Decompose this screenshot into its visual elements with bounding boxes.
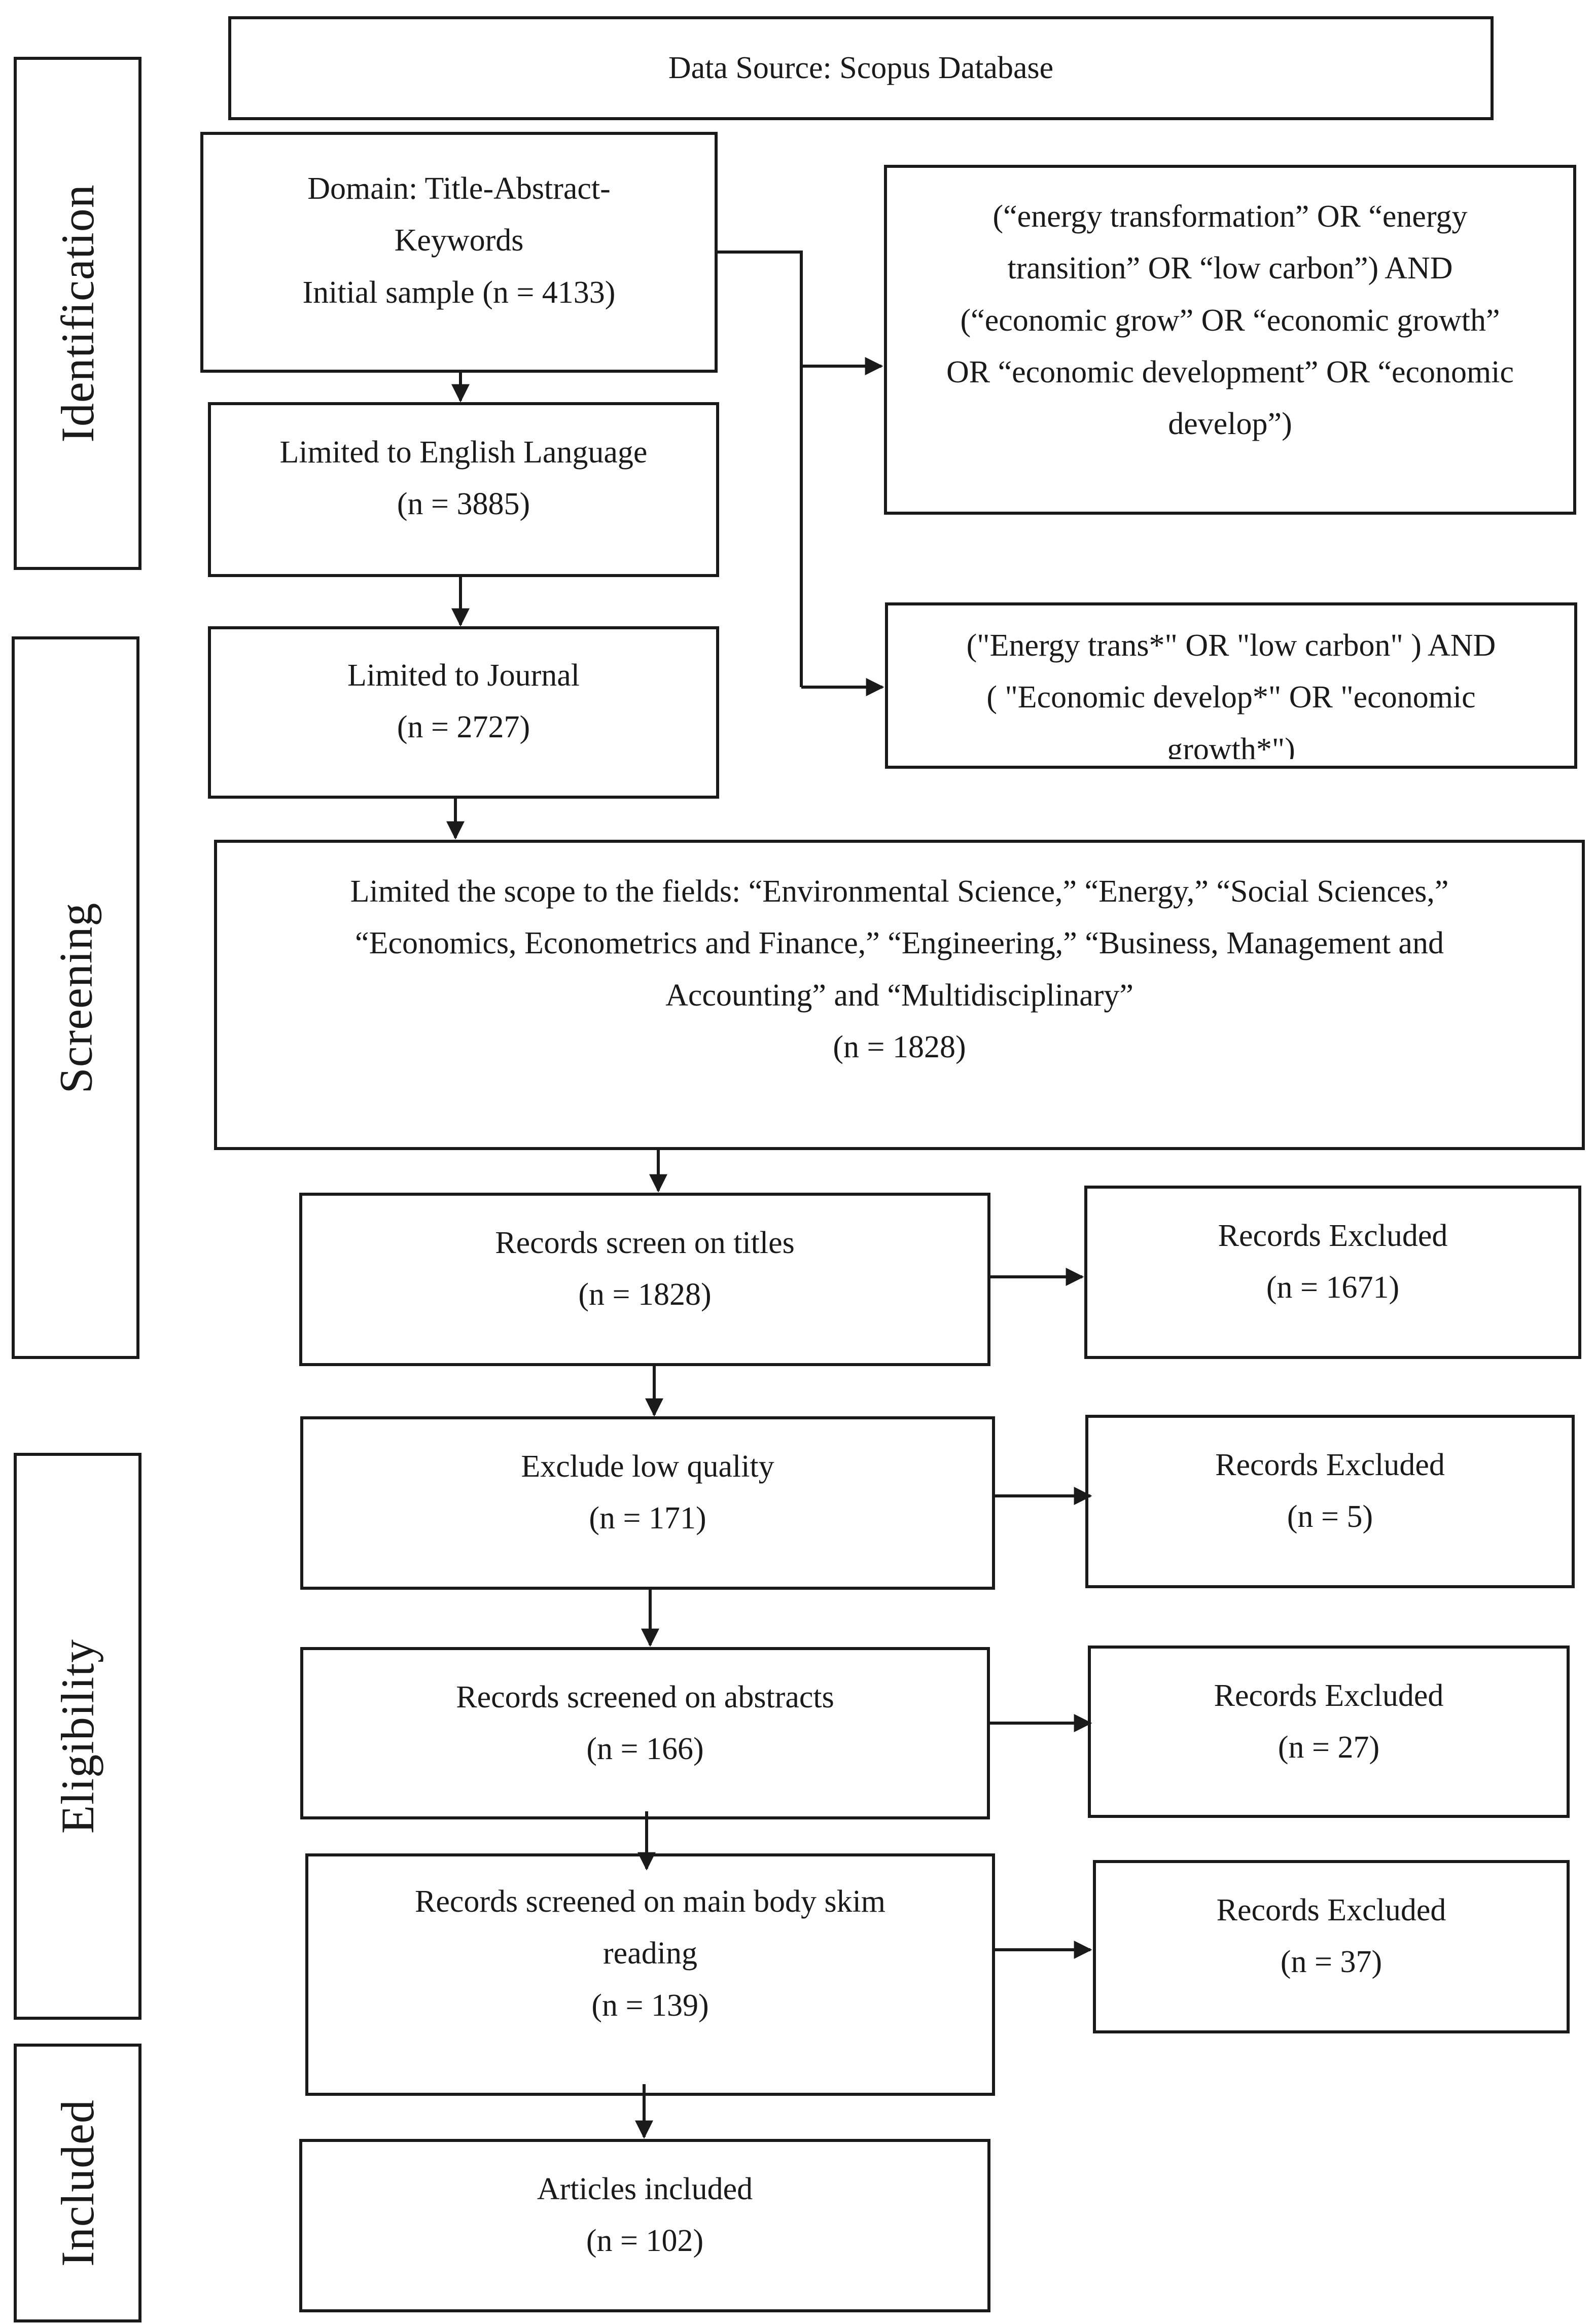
excl3-line-2: (n = 27) — [1278, 1730, 1380, 1765]
journal-box: Limited to Journal (n = 2727) — [208, 626, 719, 799]
titles-screen-box: Records screen on titles (n = 1828) — [299, 1193, 990, 1366]
excl3-line-1: Records Excluded — [1214, 1678, 1444, 1713]
english-line-2: (n = 3885) — [397, 487, 530, 522]
domain-line-3: Initial sample (n = 4133) — [302, 275, 616, 310]
fields-line-4: (n = 1828) — [833, 1029, 966, 1064]
query1-line-1: (“energy transformation” OR “energy — [992, 199, 1468, 234]
english-language-box: Limited to English Language (n = 3885) — [208, 402, 719, 577]
query1-line-5: develop”) — [1168, 407, 1292, 442]
excl1-line-1: Records Excluded — [1218, 1219, 1448, 1253]
domain-box: Domain: Title-Abstract- Keywords Initial… — [200, 132, 718, 373]
excl4-line-1: Records Excluded — [1216, 1893, 1446, 1927]
query2-line-2: ( "Economic develop*" OR "economic — [986, 680, 1476, 715]
search-query-box-1: (“energy transformation” OR “energy tran… — [884, 165, 1576, 515]
titles-line-1: Records screen on titles — [495, 1226, 795, 1260]
stage-eligibility: Eligibility — [14, 1453, 141, 2020]
query2-line-3: growth*") — [1167, 732, 1295, 759]
mainbody-line-1: Records screened on main body skim — [414, 1884, 886, 1919]
records-excluded-box-1: Records Excluded (n = 1671) — [1084, 1186, 1581, 1359]
query1-line-2: transition” OR “low carbon”) AND — [1007, 251, 1453, 286]
low-quality-box: Exclude low quality (n = 171) — [300, 1416, 995, 1590]
articles-included-box: Articles included (n = 102) — [299, 2139, 990, 2312]
excl2-line-1: Records Excluded — [1215, 1448, 1445, 1482]
abstracts-line-2: (n = 166) — [586, 1732, 704, 1767]
articles-line-2: (n = 102) — [586, 2224, 704, 2259]
excl2-line-2: (n = 5) — [1287, 1499, 1373, 1534]
data-source-text: Data Source: Scopus Database — [668, 51, 1054, 86]
query1-line-3: (“economic grow” OR “economic growth” — [960, 303, 1500, 338]
abstracts-screen-box: Records screened on abstracts (n = 166) — [300, 1647, 990, 1819]
main-body-screen-box: Records screened on main body skim readi… — [305, 1853, 995, 2096]
stage-screening: Screening — [12, 636, 139, 1359]
mainbody-line-2: reading — [603, 1936, 697, 1971]
records-excluded-box-4: Records Excluded (n = 37) — [1093, 1860, 1570, 2033]
articles-line-1: Articles included — [537, 2172, 753, 2206]
quality-line-2: (n = 171) — [589, 1501, 706, 1536]
query1-line-4: OR “economic development” OR “economic — [946, 354, 1514, 389]
fields-scope-box: Limited the scope to the fields: “Enviro… — [214, 840, 1585, 1150]
excl1-line-2: (n = 1671) — [1266, 1270, 1400, 1305]
query2-text-clip: ("Energy trans*" OR "low carbon" ) AND (… — [967, 620, 1496, 759]
journal-line-1: Limited to Journal — [347, 658, 580, 693]
records-excluded-box-3: Records Excluded (n = 27) — [1088, 1646, 1570, 1818]
data-source-box: Data Source: Scopus Database — [228, 16, 1494, 120]
branch-domain-to-queries — [718, 251, 803, 687]
stage-included: Included — [14, 2044, 141, 2322]
fields-line-1: Limited the scope to the fields: “Enviro… — [350, 874, 1449, 909]
search-query-box-2: ("Energy trans*" OR "low carbon" ) AND (… — [885, 602, 1577, 769]
stage-identification: Identification — [14, 57, 141, 570]
query2-line-1: ("Energy trans*" OR "low carbon" ) AND — [966, 628, 1496, 663]
abstracts-line-1: Records screened on abstracts — [456, 1680, 834, 1714]
fields-line-3: Accounting” and “Multidisciplinary” — [665, 978, 1133, 1013]
records-excluded-box-2: Records Excluded (n = 5) — [1085, 1415, 1575, 1588]
titles-line-2: (n = 1828) — [578, 1277, 712, 1312]
english-line-1: Limited to English Language — [279, 435, 648, 470]
quality-line-1: Exclude low quality — [521, 1449, 774, 1484]
domain-line-1: Domain: Title-Abstract- — [307, 171, 611, 206]
mainbody-line-3: (n = 139) — [591, 1988, 709, 2023]
excl4-line-2: (n = 37) — [1280, 1945, 1382, 1980]
fields-line-2: “Economics, Econometrics and Finance,” “… — [355, 926, 1444, 961]
journal-line-2: (n = 2727) — [397, 710, 530, 745]
domain-line-2: Keywords — [394, 223, 524, 258]
